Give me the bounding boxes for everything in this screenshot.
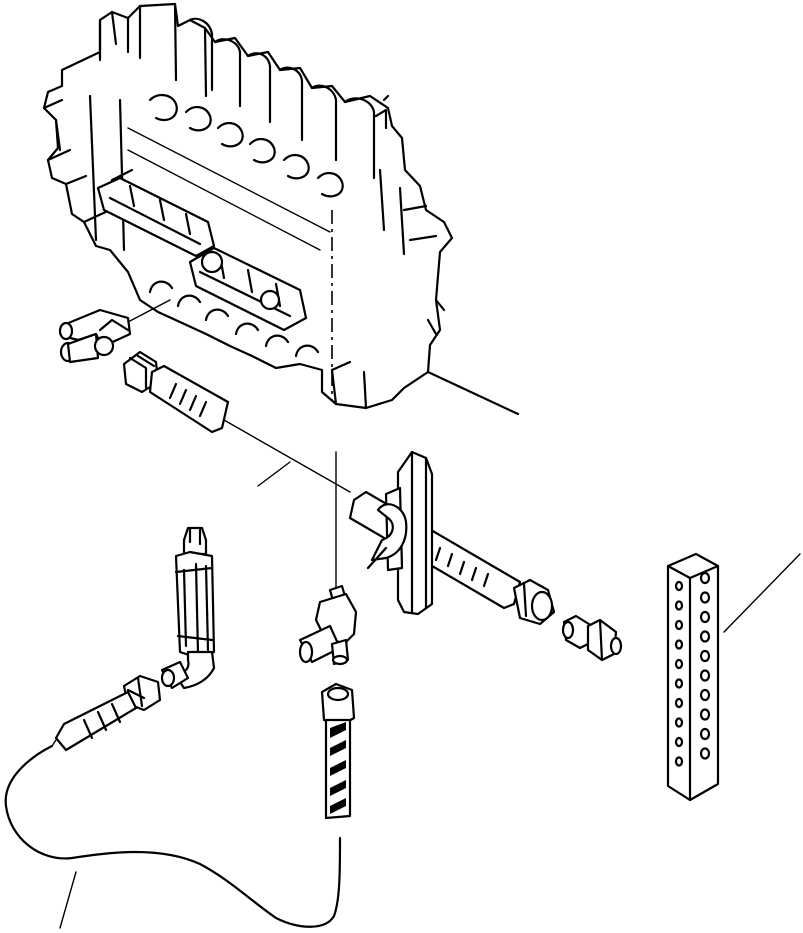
bracket-hole — [699, 610, 711, 624]
hose-vertical — [4, 682, 356, 928]
bracket-hole — [674, 639, 684, 650]
bracket-hole — [699, 747, 711, 760]
bracket-hole — [699, 708, 711, 721]
perforated-bracket — [666, 552, 801, 802]
bracket-hole — [674, 580, 684, 592]
hose-clamp — [366, 503, 408, 570]
elbow-fitting — [160, 650, 216, 690]
bracket-hole — [674, 697, 684, 709]
bracket-hole — [699, 591, 711, 604]
bracket-hole — [674, 678, 684, 689]
bracket-hole — [699, 669, 711, 682]
bracket-hole — [699, 649, 711, 663]
check-valve — [174, 526, 216, 660]
bracket-hole — [674, 736, 684, 748]
bracket-hole — [699, 571, 711, 585]
straight-connector — [561, 614, 623, 662]
bracket-hole — [674, 619, 684, 631]
control-valve — [42, 2, 520, 416]
hose-lower — [51, 674, 162, 929]
hose-upper — [122, 350, 351, 493]
tee-fitting-upper — [58, 299, 171, 364]
bracket-hole — [699, 630, 711, 643]
bracket-hole — [674, 756, 684, 767]
bracket-hole — [699, 727, 711, 741]
bracket-hole — [674, 717, 684, 728]
bracket-hole — [699, 688, 711, 702]
bracket-hole — [674, 600, 684, 611]
tee-fitting-center — [298, 451, 358, 666]
bracket-hole — [674, 658, 684, 670]
